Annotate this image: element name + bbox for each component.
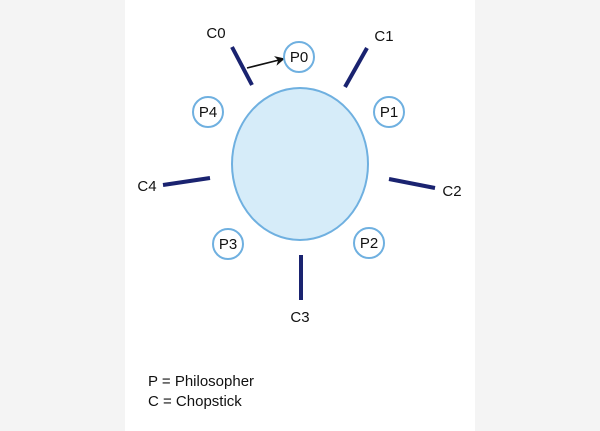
chopstick-c2 xyxy=(388,177,436,190)
philosopher-p3: P3 xyxy=(212,228,244,260)
legend-chopstick: C = Chopstick xyxy=(148,393,242,410)
philosopher-p0: P0 xyxy=(283,41,315,73)
philosopher-p2-label: P2 xyxy=(360,235,378,252)
chopstick-c3-label: C3 xyxy=(290,309,309,326)
chopstick-c0-label: C0 xyxy=(206,25,225,42)
chopstick-c1 xyxy=(343,47,369,88)
legend: P = Philosopher C = Chopstick xyxy=(148,372,254,412)
chopstick-c4 xyxy=(162,176,211,187)
chopstick-c2-label: C2 xyxy=(442,183,461,200)
philosopher-p0-label: P0 xyxy=(290,49,308,66)
table-ellipse xyxy=(231,87,369,241)
philosopher-p4-label: P4 xyxy=(199,104,217,121)
chopstick-c0 xyxy=(230,46,254,86)
right-gutter xyxy=(475,0,600,431)
left-gutter xyxy=(0,0,125,431)
philosopher-p1-label: P1 xyxy=(380,104,398,121)
arrow-c0-to-p0 xyxy=(246,56,285,69)
legend-philosopher: P = Philosopher xyxy=(148,373,255,390)
philosopher-p3-label: P3 xyxy=(219,236,237,253)
chopstick-c4-label: C4 xyxy=(137,178,156,195)
chopstick-c1-label: C1 xyxy=(374,28,393,45)
philosopher-p1: P1 xyxy=(373,96,405,128)
philosopher-p4: P4 xyxy=(192,96,224,128)
philosopher-p2: P2 xyxy=(353,227,385,259)
